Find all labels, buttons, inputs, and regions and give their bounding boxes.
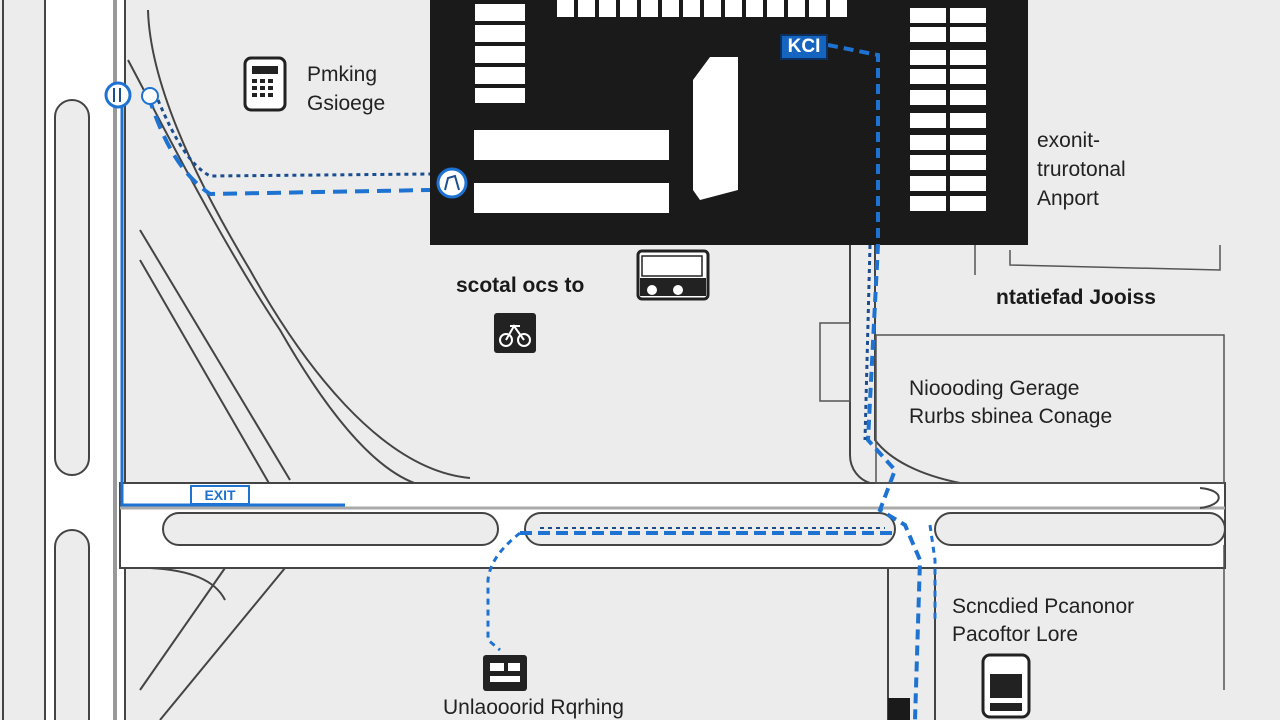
parking-meter-icon[interactable]	[243, 56, 287, 112]
svg-text:EXIT: EXIT	[204, 487, 236, 503]
left-highway	[2, 0, 126, 720]
bicycle-icon[interactable]	[494, 313, 536, 353]
terminal-building	[430, 0, 1028, 245]
parking-garage-label-line2: Gsioege	[307, 92, 386, 115]
road-sign-icon[interactable]: EXIT	[190, 485, 250, 505]
standard-parking-label-line1: Scncdied Pcanonor	[952, 595, 1135, 618]
ramp-roads	[127, 9, 471, 486]
airport-label-line3: Anport	[1037, 187, 1099, 210]
airport-label-line1: exonit-	[1037, 129, 1101, 152]
building-outlines	[819, 245, 1225, 690]
main-road	[119, 482, 1226, 569]
moving-garage-label-line2: Rurbs sbinea Conage	[909, 405, 1113, 428]
shuttle-bus-icon[interactable]	[636, 249, 710, 301]
accessible-marker-icon[interactable]	[436, 167, 468, 199]
national-lot-label: ntatiefad Jooiss	[996, 286, 1156, 309]
airport-label-line2: trurotonal	[1037, 158, 1126, 181]
parking-lot-icon[interactable]	[483, 655, 527, 691]
parking-kiosk-icon[interactable]	[981, 653, 1031, 719]
lower-roads	[139, 567, 286, 720]
terminal-badge[interactable]: KCI	[780, 34, 828, 60]
moving-garage-label-line1: Nioooding Gerage	[909, 377, 1080, 400]
parking-garage-label-line1: Pmking	[307, 63, 378, 86]
shuttle-stop-label: scotal ocs to	[456, 274, 585, 297]
lot-post	[888, 698, 910, 720]
route-lines	[120, 43, 937, 720]
route-marker-icon[interactable]	[104, 81, 159, 109]
standard-parking-label-line2: Pacoftor Lore	[952, 623, 1079, 646]
uncovered-parking-label: Unlaooorid Rqrhing	[443, 696, 624, 719]
